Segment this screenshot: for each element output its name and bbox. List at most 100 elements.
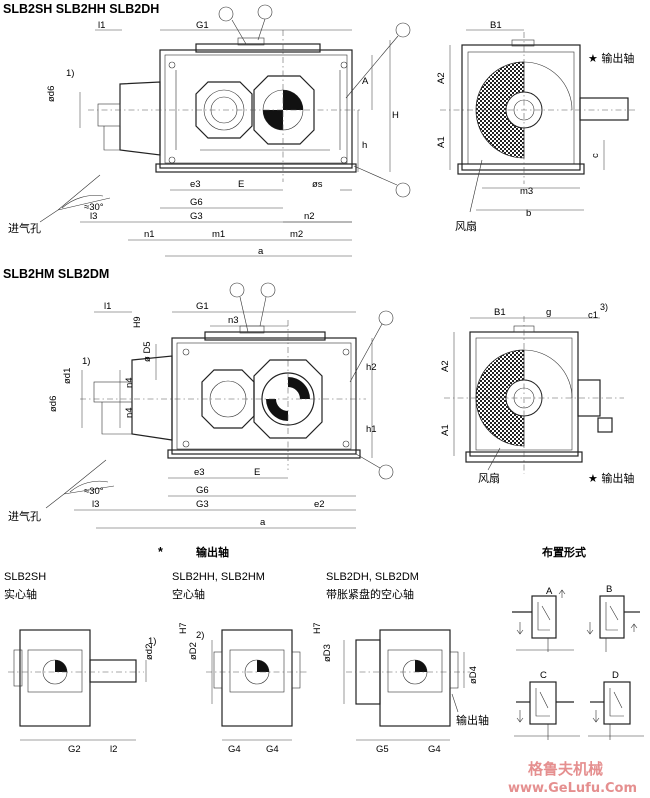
variant1-dia: ød2 [144, 644, 155, 660]
oil-level-symbol-1 [395, 22, 411, 38]
dim2-h2: h2 [366, 362, 377, 373]
section2: SLB2HM SLB2DM [3, 267, 634, 529]
fan-label-2: 风扇 [478, 471, 500, 485]
output-label-2: ★ 输出轴 [588, 471, 634, 485]
oil-level-symbol-2 [378, 310, 394, 326]
note2-1: 1) [82, 356, 90, 367]
front-view-2: l1 G1 n3 ø D5 H9 ød1 1) ød6 n4 n4 h2 h1 … [8, 282, 394, 529]
vent-hole-label-2: 进气孔 [8, 509, 41, 523]
side2-dim-g: g [546, 307, 551, 318]
arrangement-C-label: C [540, 670, 547, 681]
variant3-dim-G4: G4 [428, 744, 441, 755]
oil-drain-symbol-2 [378, 464, 394, 480]
dim-m1: m1 [212, 229, 225, 240]
output-shaft-symbol-1 [283, 90, 303, 110]
dim-l3: l3 [90, 211, 97, 222]
arrangement-B-label: B [606, 584, 612, 595]
arrangement-section: 布置形式 A B C [512, 545, 644, 740]
arrangement-C: C [514, 670, 580, 740]
fan-guard-1 [475, 61, 525, 159]
output-shaft-section: * 输出轴 SLB2SH 实心轴 ød2 1) G2 l2 SLB2HH, SL… [4, 545, 489, 755]
variant3-dim-G5: G5 [376, 744, 389, 755]
oil-drain-symbol-1 [395, 182, 411, 198]
oil-vent-symbol-2 [260, 282, 276, 298]
variant1-subtitle: 实心轴 [4, 587, 37, 601]
dim-n1: n1 [144, 229, 155, 240]
dim2-D5: ø D5 [142, 341, 153, 362]
arrangement-header: 布置形式 [542, 545, 586, 559]
fan-label-1: 风扇 [455, 219, 477, 233]
solid-shaft-1 [89, 659, 137, 683]
section1: SLB2SH SLB2HH SLB2DH [3, 2, 636, 257]
dim2-n4a: n4 [124, 377, 135, 388]
dim-l1: l1 [98, 20, 105, 31]
side2-dim-A1: A1 [440, 424, 451, 436]
bearing-octagon-left-2 [201, 369, 255, 429]
side-view-1: B1 A2 A1 c m3 b 风扇 ★ 输出轴 [436, 20, 636, 233]
variant1-dim-l2: l2 [110, 744, 117, 755]
variant1-title: SLB2SH [4, 571, 46, 583]
side-view-2: B1 g c1 3) A2 A1 风扇 ★ 输出轴 [440, 302, 634, 485]
variant2-dim-G4a: G4 [228, 744, 241, 755]
arrangement-D: D [588, 670, 644, 740]
variant2-dia: øD2 [188, 642, 199, 660]
side2-dim-B1: B1 [494, 307, 506, 318]
variant1-dim-G2: G2 [68, 744, 81, 755]
side2-dim-A2: A2 [440, 360, 451, 372]
dim2-angle: ≈30° [84, 486, 104, 497]
dim-n2: n2 [304, 211, 315, 222]
output-header: 输出轴 [196, 545, 229, 559]
variant-shrink-disc-shaft: SLB2DH, SLB2DM 带胀紧盘的空心轴 øD3 H7 øD4 G5 G4… [312, 571, 489, 755]
dim2-a: a [260, 517, 266, 528]
dim-H: H [392, 110, 399, 121]
dim2-d6: ød6 [48, 396, 59, 412]
side2-dim-c1: c1 [588, 310, 598, 321]
variant2-title: SLB2HH, SLB2HM [172, 571, 265, 583]
front-view-1: l1 G1 A H h ød6 1) e3 E øs G6 l3 G3 n2 n… [8, 4, 411, 257]
oil-fill-symbol-2 [229, 282, 245, 298]
variant2-note: 2) [196, 630, 204, 641]
side-dim-c: c [590, 153, 601, 158]
dim-h: h [362, 140, 367, 151]
variant2-subtitle: 空心轴 [172, 587, 205, 601]
dim-d6: ød6 [46, 86, 57, 102]
arrangement-A-label: A [546, 586, 553, 597]
dim-E: E [238, 179, 244, 190]
dim-s: øs [312, 179, 323, 190]
variant3-tol: H7 [312, 622, 322, 634]
output-header-star: * [158, 545, 163, 559]
section2-title: SLB2HM SLB2DM [3, 267, 109, 281]
side-dim-A2: A2 [436, 72, 447, 84]
bearing-octagon-right-2 [253, 359, 323, 439]
variant2-dim-G4b: G4 [266, 744, 279, 755]
variant3-shaft-label: 输出轴 [456, 713, 489, 727]
dim-angle: ≈30° [84, 202, 104, 213]
side-dim-m3: m3 [520, 186, 533, 197]
variant3-subtitle: 带胀紧盘的空心轴 [326, 587, 414, 601]
variant1-note: 1) [148, 636, 156, 647]
variant2-tol: H7 [178, 622, 188, 634]
input-adapter-1 [119, 81, 161, 156]
dim2-G6: G6 [196, 485, 209, 496]
vent-hole-label: 进气孔 [8, 221, 41, 235]
oil-vent-symbol-1 [257, 4, 273, 20]
dim-m2: m2 [290, 229, 303, 240]
dim-e3: e3 [190, 179, 201, 190]
dim2-e3: e3 [194, 467, 205, 478]
dim-a: a [258, 246, 264, 257]
variant-solid-shaft: SLB2SH 实心轴 ød2 1) G2 l2 [4, 571, 156, 755]
dim-G6: G6 [190, 197, 203, 208]
dim2-e2: e2 [314, 499, 325, 510]
side-dim-A1: A1 [436, 136, 447, 148]
dim2-l3: l3 [92, 499, 99, 510]
arrangement-D-label: D [612, 670, 619, 681]
dim2-H9: H9 [132, 316, 142, 328]
dim2-h1: h1 [366, 424, 377, 435]
side-output-shaft-1 [579, 97, 629, 121]
variant3-title: SLB2DH, SLB2DM [326, 571, 419, 583]
input-shaft-1 [97, 103, 121, 127]
bearing-octagon-right-1 [253, 75, 315, 145]
side-dim-B1: B1 [490, 20, 502, 31]
output-label-1: ★ 输出轴 [588, 51, 634, 65]
